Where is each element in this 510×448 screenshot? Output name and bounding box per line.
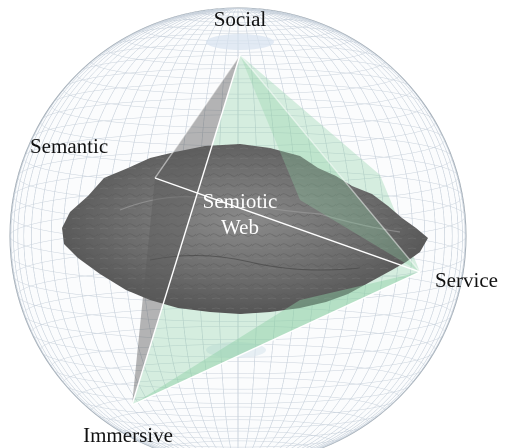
axis-top-right (239, 54, 421, 273)
terrain-ridge (119, 196, 401, 233)
terrain-ridge-2 (149, 254, 361, 271)
longitude-line (13, 8, 463, 448)
longitude-line (17, 8, 459, 448)
longitude-line (31, 8, 445, 448)
label-social: Social (214, 7, 267, 31)
label-service: Service (435, 268, 498, 292)
bottom-pole-glow (206, 342, 266, 358)
longitude-line (10, 8, 466, 448)
axis-lines (131, 54, 421, 406)
axis-top-left (154, 54, 241, 179)
label-center-line1: Semiotic (203, 189, 278, 213)
terrain-texture (62, 144, 428, 314)
axis-left-right (154, 177, 421, 273)
axis-top-bottom (131, 54, 241, 406)
longitude-line (23, 8, 453, 448)
terrain-surface (62, 144, 428, 314)
label-center-line2: Web (221, 215, 259, 239)
axis-bottom-right (131, 271, 421, 406)
label-semantic: Semantic (30, 134, 108, 158)
longitude-line (40, 8, 436, 448)
top-pole-glow (206, 34, 274, 50)
label-immersive: Immersive (83, 423, 173, 447)
